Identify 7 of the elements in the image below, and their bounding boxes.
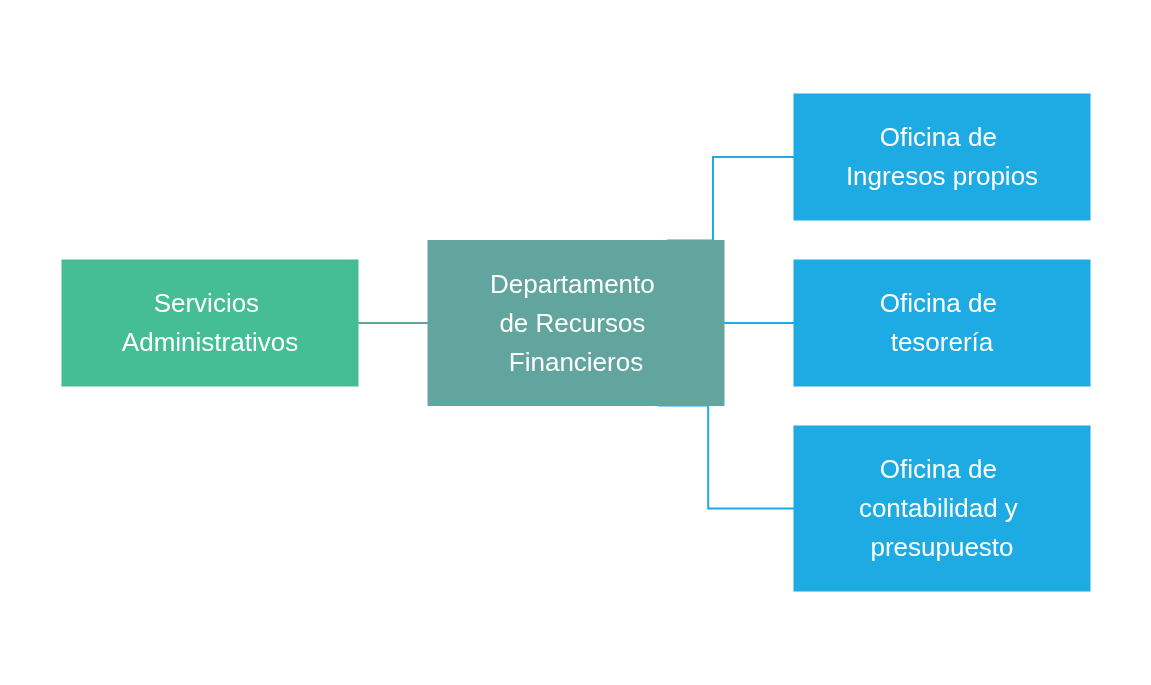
node-box: Servicios Administrativos xyxy=(61,259,358,387)
connector xyxy=(356,322,429,324)
connector xyxy=(722,322,795,324)
node-box: Oficina de contabilidad y presupuesto xyxy=(793,425,1090,592)
node-box: Oficina de tesorería xyxy=(793,259,1090,387)
node-box: Departamento de Recursos Financieros xyxy=(427,240,724,406)
node-box: Oficina de Ingresos propios xyxy=(793,93,1090,221)
